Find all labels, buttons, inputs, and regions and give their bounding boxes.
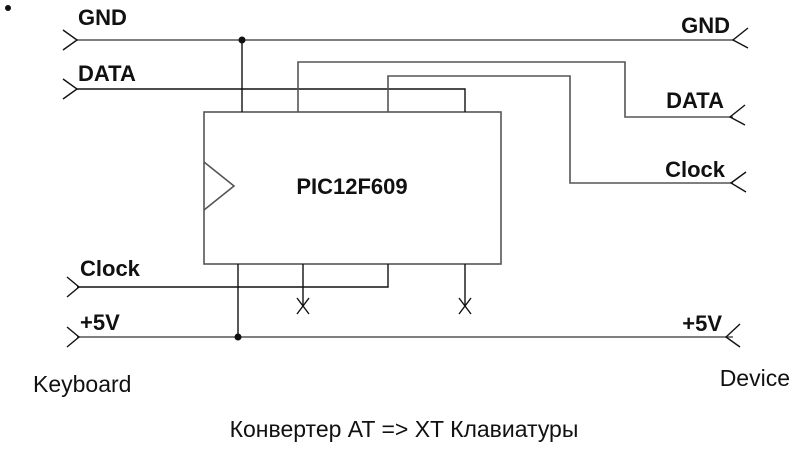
left-gnd-label: GND [78, 5, 127, 30]
connector-arrow-icon [62, 29, 79, 51]
vcc-junction [234, 333, 242, 341]
device-label: Device [720, 365, 790, 391]
right-clock-label: Clock [665, 157, 726, 182]
chip-label: PIC12F609 [296, 174, 407, 199]
left-data-wire [77, 88, 466, 112]
connector-arrow-icon [729, 171, 747, 193]
connector-arrow-icon [731, 27, 749, 49]
connector-arrow-icon [728, 104, 746, 126]
right-gnd-label: GND [681, 13, 730, 38]
connector-arrow-icon [724, 323, 741, 348]
left-data-label: DATA [78, 61, 136, 86]
left-clock-wire [77, 264, 389, 288]
gnd-junction [238, 36, 246, 44]
diagram-caption: Конвертер AT => XT Клавиатуры [230, 416, 579, 442]
right-data-wire [297, 61, 733, 118]
no-connect-icon [458, 297, 472, 315]
keyboard-label: Keyboard [33, 371, 131, 397]
left-clock-label: Clock [80, 256, 141, 281]
connector-arrow-icon [66, 276, 81, 298]
right-clock-wire [387, 75, 733, 184]
left-vcc-label: +5V [80, 310, 120, 335]
right-vcc-label: +5V [682, 311, 722, 336]
connector-arrow-icon [66, 326, 81, 348]
stray-dot [5, 5, 11, 11]
no-connect-icon [296, 297, 310, 315]
chip-body [203, 111, 502, 265]
connector-arrow-icon [62, 78, 79, 100]
right-data-label: DATA [666, 88, 724, 113]
clock-input-triangle-icon [203, 161, 236, 211]
